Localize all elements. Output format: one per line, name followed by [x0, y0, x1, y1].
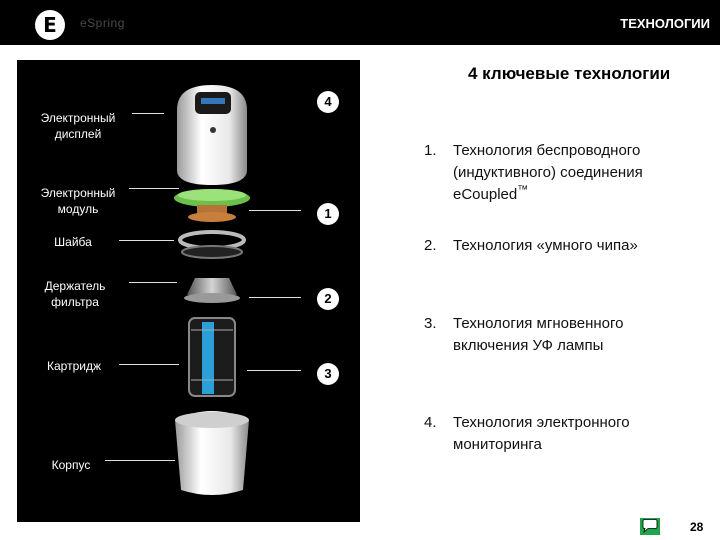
exploded-product-image — [174, 85, 250, 495]
leader-line — [132, 113, 164, 114]
brand-name: eSpring — [80, 16, 125, 30]
slide-heading: 4 ключевые технологии — [468, 64, 671, 83]
label-washer: Шайба — [54, 235, 92, 249]
page-number: 28 — [690, 520, 704, 534]
label-module: Электронный модуль — [40, 186, 116, 216]
leader-line — [247, 370, 301, 371]
speech-bubble-icon[interactable] — [640, 518, 660, 535]
section-title: ТЕХНОЛОГИИ — [620, 16, 710, 31]
housing-shape — [175, 411, 249, 495]
marker-3: 3 — [317, 363, 339, 385]
leader-line — [119, 240, 174, 241]
product-illustration-panel: Электронный дисплей Электронный модуль Ш… — [17, 60, 360, 522]
label-cartridge: Картридж — [47, 359, 101, 373]
leader-line — [119, 364, 179, 365]
filter-holder-shape — [187, 278, 237, 295]
label-body: Корпус — [51, 458, 91, 472]
logo-letter: E — [43, 13, 57, 37]
marker-2: 2 — [317, 288, 339, 310]
marker-1: 1 — [317, 203, 339, 225]
leader-line — [129, 188, 179, 189]
marker-4: 4 — [317, 91, 339, 113]
leader-line — [249, 210, 301, 211]
leader-line — [105, 460, 175, 461]
label-holder: Держатель фильтра — [44, 279, 106, 309]
leader-line — [129, 282, 177, 283]
espring-logo: E — [35, 10, 65, 40]
label-display: Электронный дисплей — [40, 111, 116, 141]
leader-line — [249, 297, 301, 298]
top-header-bar: E eSpring ТЕХНОЛОГИИ — [0, 0, 720, 45]
